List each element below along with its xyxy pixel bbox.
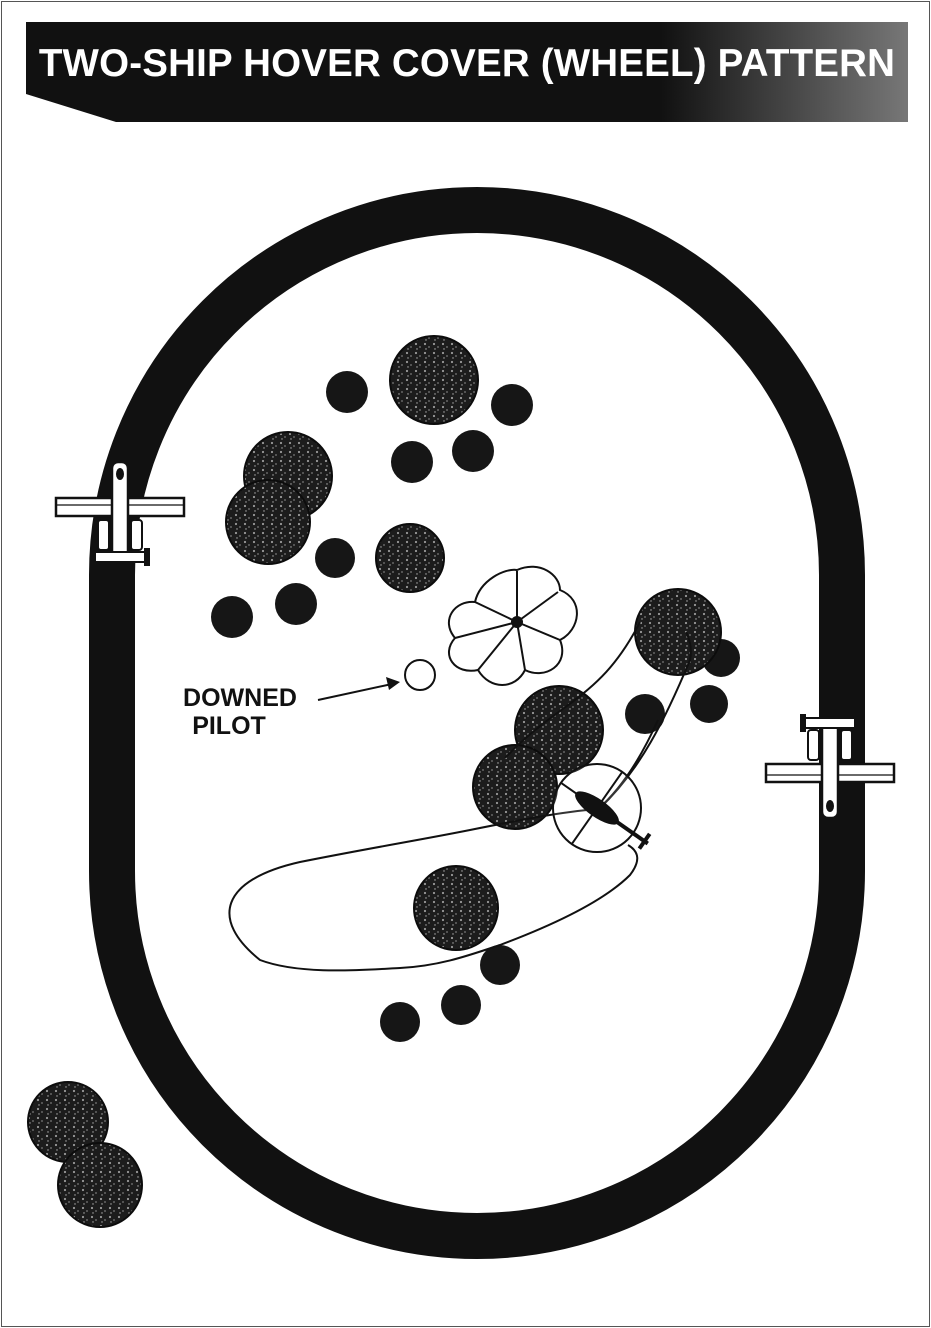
tree bbox=[211, 596, 253, 638]
tree-cluster bbox=[376, 524, 444, 592]
tree bbox=[391, 441, 433, 483]
downed-pilot-label-line1: DOWNED bbox=[160, 684, 320, 712]
tree bbox=[452, 430, 494, 472]
tree bbox=[315, 538, 355, 578]
tree bbox=[326, 371, 368, 413]
tree bbox=[441, 985, 481, 1025]
tree bbox=[380, 1002, 420, 1042]
tree-cluster bbox=[414, 866, 498, 950]
tree-cluster bbox=[58, 1143, 142, 1227]
parachute-icon bbox=[449, 567, 577, 685]
tree-cluster bbox=[390, 336, 478, 424]
tree-cluster bbox=[635, 589, 721, 675]
aircraft-right-icon bbox=[766, 714, 894, 818]
tree bbox=[480, 945, 520, 985]
pointer-arrow bbox=[318, 677, 400, 700]
downed-pilot-marker bbox=[405, 660, 435, 690]
downed-pilot-label-line2: PILOT bbox=[160, 712, 320, 740]
tree bbox=[690, 685, 728, 723]
aircraft-left-icon bbox=[56, 462, 184, 566]
tree bbox=[275, 583, 317, 625]
tree bbox=[491, 384, 533, 426]
downed-pilot-label: DOWNED PILOT bbox=[160, 684, 320, 740]
tree-cluster bbox=[226, 480, 310, 564]
